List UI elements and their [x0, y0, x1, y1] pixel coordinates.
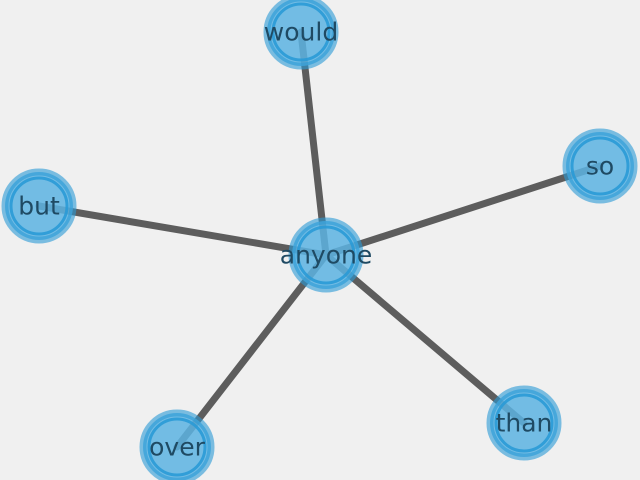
edge-anyone-over — [173, 251, 330, 451]
node-would: would — [263, 0, 339, 70]
node-label-than: than — [496, 409, 553, 438]
edge-anyone-so — [322, 162, 604, 259]
node-circle-but — [1, 168, 77, 244]
node-circle-anyone — [288, 217, 364, 293]
node-inner-ring-over — [147, 417, 207, 477]
node-inner-ring-would — [271, 2, 331, 62]
node-inner-ring-anyone — [296, 225, 356, 285]
node-inner-ring-but — [9, 176, 69, 236]
node-so: so — [562, 128, 638, 204]
node-label-but: but — [18, 192, 60, 221]
node-anyone: anyone — [280, 217, 372, 293]
node-circle-would — [263, 0, 339, 70]
node-label-over: over — [149, 433, 205, 462]
node-inner-ring-than — [494, 393, 554, 453]
node-circle-than — [486, 385, 562, 461]
node-circle-so — [562, 128, 638, 204]
node-than: than — [486, 385, 562, 461]
edge-anyone-than — [322, 251, 528, 427]
node-label-anyone: anyone — [280, 241, 372, 270]
node-inner-ring-so — [570, 136, 630, 196]
node-label-would: would — [264, 18, 338, 47]
node-but: but — [1, 168, 77, 244]
node-label-so: so — [586, 152, 614, 181]
node-over: over — [139, 409, 215, 480]
node-circle-over — [139, 409, 215, 480]
edge-anyone-but — [35, 202, 330, 259]
